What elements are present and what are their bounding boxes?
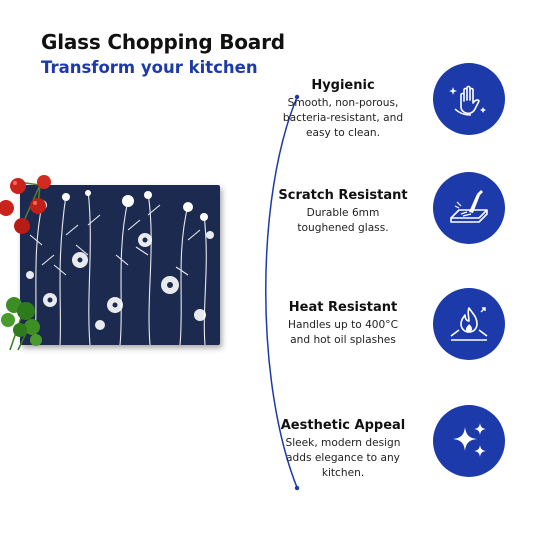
feature-hygienic: Hygienic Smooth, non-porous, bacteria-re… — [268, 78, 418, 141]
feature-heat-resistant: Heat Resistant Handles up to 400°C and h… — [268, 300, 418, 348]
feature-description: Durable 6mm toughened glass. — [297, 207, 389, 234]
connector-arc — [265, 94, 300, 491]
scratch-icon-circle — [433, 172, 505, 244]
sparkles-icon — [453, 423, 486, 457]
parsley-image — [1, 297, 42, 351]
hygienic-icon-circle — [433, 63, 505, 135]
tomatoes-image — [0, 175, 51, 234]
heat-icon-circle — [433, 288, 505, 360]
knife-scratch-icon — [450, 190, 488, 223]
aesthetic-icon-circle — [433, 405, 505, 477]
product-image — [0, 165, 240, 365]
page-title: Glass Chopping Board — [41, 30, 285, 54]
feature-scratch-resistant: Scratch Resistant Durable 6mm toughened … — [268, 188, 418, 236]
chopping-board-image — [20, 185, 220, 345]
feature-description: Sleek, modern design adds elegance to an… — [285, 437, 401, 479]
hand-wipe-sparkle-icon — [449, 85, 486, 116]
feature-description: Smooth, non-porous, bacteria-resistant, … — [282, 97, 404, 139]
feature-title: Heat Resistant — [288, 300, 398, 315]
feature-title: Aesthetic Appeal — [280, 418, 406, 433]
feature-description: Handles up to 400°C and hot oil splashes — [288, 319, 398, 346]
page-subtitle: Transform your kitchen — [41, 58, 258, 77]
flame-icon — [450, 307, 488, 341]
feature-title: Scratch Resistant — [278, 188, 408, 203]
feature-title: Hygienic — [311, 78, 375, 93]
feature-aesthetic-appeal: Aesthetic Appeal Sleek, modern design ad… — [268, 418, 418, 481]
